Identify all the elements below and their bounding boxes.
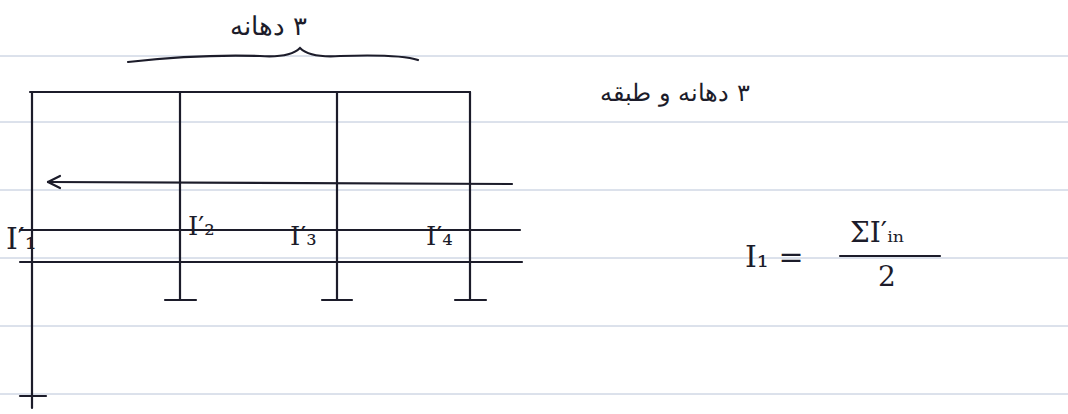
formula-numerator: ΣI′ᵢₙ bbox=[850, 218, 905, 249]
inertia-symbol: I′₂ bbox=[188, 212, 215, 241]
inertia-symbol: I′₁ bbox=[6, 222, 37, 255]
span-note: ۳ دهانه bbox=[230, 12, 307, 41]
inertia-symbol: I′₃ bbox=[290, 222, 317, 251]
inertia-symbol: I′₄ bbox=[426, 222, 453, 251]
formula-left: I₁ = bbox=[745, 240, 804, 273]
formula-denominator: 2 bbox=[878, 262, 896, 293]
frame-lines bbox=[20, 48, 940, 408]
story-note: ۳ دهانه و طبقه bbox=[600, 80, 750, 106]
notebook-lines bbox=[0, 56, 1068, 394]
